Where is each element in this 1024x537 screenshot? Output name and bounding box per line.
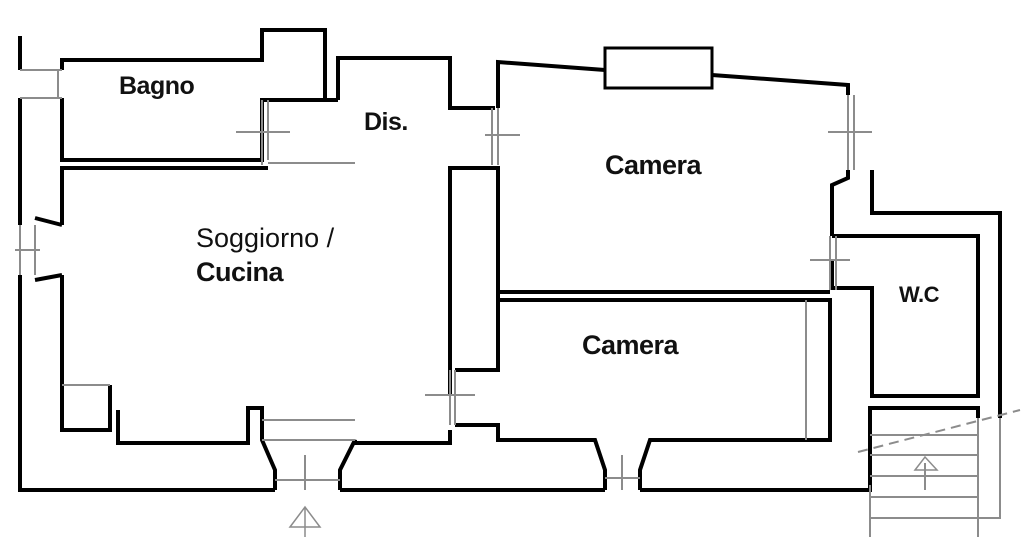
room-label-camera-2: Camera (582, 330, 679, 360)
soggiorno-wall (34, 166, 500, 490)
thin-lines (15, 69, 1021, 537)
room-label-dis: Dis. (364, 108, 408, 136)
room-label-soggiorno: Soggiorno / (196, 223, 335, 253)
dis-wall (268, 56, 495, 110)
room-label-camera-1: Camera (605, 150, 702, 180)
room-label-cucina: Cucina (196, 257, 284, 287)
walls (18, 28, 1002, 492)
camera-1-wall (496, 59, 980, 398)
stair-arrow-icon (913, 455, 939, 471)
bagno-wall (60, 28, 327, 162)
entrance-arrow-icon (288, 505, 322, 537)
outer-wall (18, 36, 980, 492)
room-label-bagno: Bagno (119, 72, 195, 100)
annex-wall (870, 170, 1002, 418)
room-label-wc: W.C (899, 282, 940, 307)
wardrobe-box (603, 46, 714, 90)
camera-2-wall (455, 298, 832, 490)
